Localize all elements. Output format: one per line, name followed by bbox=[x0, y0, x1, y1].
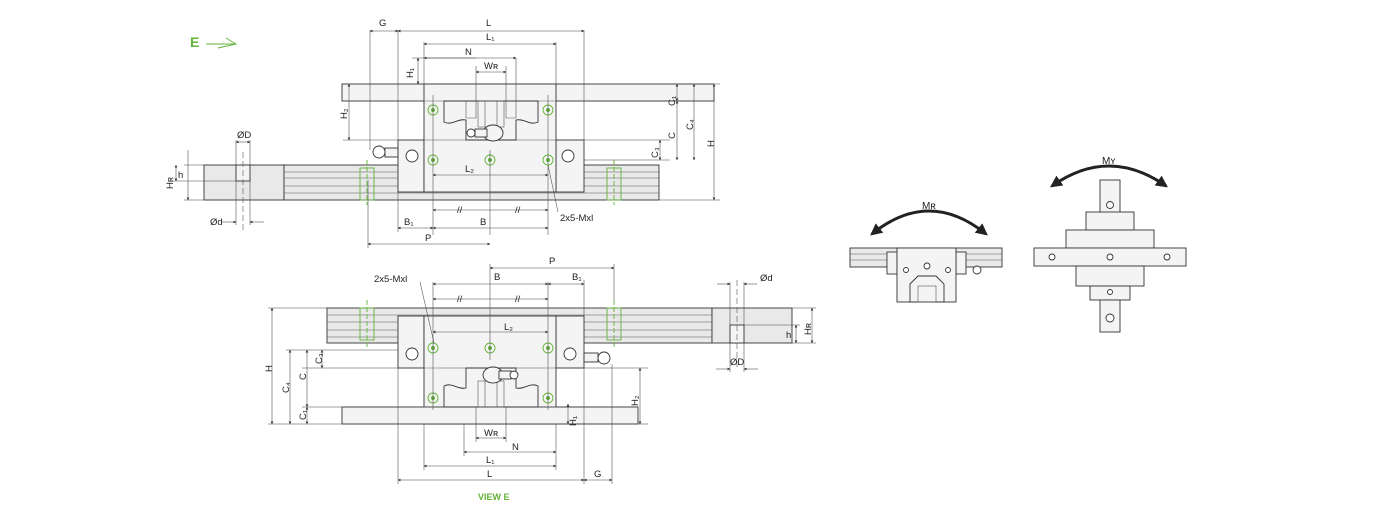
dim-top-l2: L₂ bbox=[465, 164, 474, 175]
rail-end-section-left bbox=[203, 152, 285, 230]
top-equal-mark-2: // bbox=[515, 205, 521, 216]
top-view: G L L₁ N Wʀ H₁ H₂ C₁ C C₄ C₃ H L₂ B₁ bbox=[165, 18, 720, 248]
dim-bottom-l1: L₁ bbox=[486, 455, 495, 466]
dim-bottom-p: P bbox=[549, 256, 555, 267]
dim-top-hr: Hʀ bbox=[165, 177, 176, 189]
moment-view-yaw: Mʏ bbox=[1033, 156, 1187, 333]
dim-bottom-bore-small-d: Ød bbox=[760, 273, 773, 284]
bottom-equal-mark-1: // bbox=[457, 294, 463, 305]
end-seal-right bbox=[555, 139, 585, 193]
grease-nipple-bottom bbox=[482, 366, 519, 384]
dim-bottom-hr: Hʀ bbox=[803, 323, 814, 335]
dim-bottom-n: N bbox=[512, 442, 519, 453]
dim-top-bore-small-d: Ød bbox=[210, 217, 223, 228]
dim-top-b: B bbox=[480, 217, 486, 228]
moment-mr-label: Mʀ bbox=[922, 201, 936, 212]
dim-bottom-wr: Wʀ bbox=[484, 428, 498, 439]
dim-bottom-l2: L₂ bbox=[504, 322, 513, 333]
bottom-view: P B B₁ // // L₂ 2x5-Mxl H C₄ C C₁ C₃ H₂ bbox=[264, 256, 816, 502]
dim-bottom-bore-d: ØD bbox=[730, 357, 744, 368]
dim-bottom-h: H bbox=[264, 365, 275, 372]
dim-top-p: P bbox=[425, 233, 431, 244]
dim-top-h-small: h bbox=[178, 170, 183, 181]
dim-bottom-b1: B₁ bbox=[572, 272, 582, 283]
dim-top-h: H bbox=[706, 140, 717, 147]
dim-bottom-c4: C₄ bbox=[281, 382, 292, 393]
lube-fitting-left bbox=[372, 145, 386, 159]
dim-bottom-b: B bbox=[494, 272, 500, 283]
dim-top-g: G bbox=[379, 18, 386, 29]
dim-bottom-thread: 2x5-Mxl bbox=[374, 274, 407, 285]
dim-top-l: L bbox=[486, 18, 491, 29]
view-e-caption: VIEW E bbox=[478, 492, 510, 502]
moment-view-roll: Mʀ bbox=[849, 201, 1003, 303]
dim-top-l1: L₁ bbox=[486, 32, 495, 43]
dim-bottom-h-small: h bbox=[786, 330, 791, 341]
dim-top-c1: C₁ bbox=[667, 96, 678, 106]
end-seal-left bbox=[397, 139, 425, 193]
top-equal-mark-1: // bbox=[457, 205, 463, 216]
bottom-equal-mark-2: // bbox=[515, 294, 521, 305]
view-marker-label: E bbox=[190, 34, 199, 50]
dim-top-c: C bbox=[667, 132, 678, 139]
dim-bottom-h2: H₂ bbox=[630, 395, 641, 406]
view-e-marker: E bbox=[190, 34, 238, 50]
dim-bottom-l: L bbox=[487, 469, 492, 480]
dim-top-thread: 2x5-Mxl bbox=[560, 213, 593, 224]
dim-bottom-c1: C₁ bbox=[298, 410, 309, 420]
dim-top-c3: C₃ bbox=[650, 147, 661, 158]
dim-top-c4: C₄ bbox=[685, 119, 696, 130]
moment-my-label: Mʏ bbox=[1102, 156, 1116, 167]
dim-top-b1: B₁ bbox=[404, 217, 414, 228]
dim-bottom-c: C bbox=[298, 373, 309, 380]
dim-bottom-g: G bbox=[594, 469, 601, 480]
grease-nipple-top bbox=[466, 124, 504, 142]
dim-top-n: N bbox=[465, 47, 472, 58]
dim-top-bore-d: ØD bbox=[237, 130, 251, 141]
dim-top-h2: H₂ bbox=[339, 108, 350, 119]
dim-bottom-h1: H₁ bbox=[568, 416, 579, 426]
rail-end-section-right bbox=[711, 280, 793, 370]
dim-top-h1: H₁ bbox=[405, 68, 416, 78]
dim-bottom-c3: C₃ bbox=[314, 353, 325, 364]
dim-top-wr: Wʀ bbox=[484, 61, 498, 72]
